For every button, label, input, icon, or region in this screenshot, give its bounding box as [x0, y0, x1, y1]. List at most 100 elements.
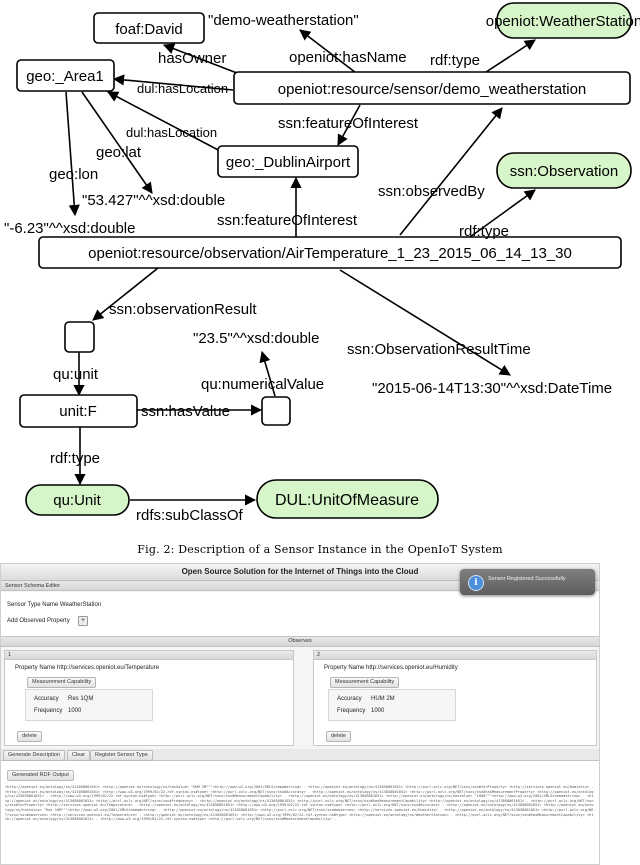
delete-button[interactable]: delete [17, 731, 42, 742]
accuracy-label: Accuracy [337, 696, 362, 702]
label-numerical-value: qu:numericalValue [201, 376, 324, 393]
frequency-label: Frequency [337, 708, 366, 714]
node-area: geo:_Area1 [16, 59, 115, 92]
property-label: Property Name [15, 665, 56, 671]
capability-box: Accuracy Res 1QM Frequency 1000 [25, 689, 153, 721]
frequency-label: Frequency [34, 708, 63, 714]
frequency-value: 1000 [68, 708, 82, 714]
edge-rdf-type-1 [479, 39, 536, 77]
label-rdf-type-1: rdf:type [430, 52, 480, 69]
measurement-capability-button[interactable]: Measurement Capability [27, 677, 97, 688]
label-qu-unit-edge: qu:unit [53, 366, 99, 383]
label-foi-1: ssn:featureOfInterest [278, 115, 419, 132]
card-index: 1 [5, 651, 293, 660]
clear-button[interactable]: Clear [67, 750, 91, 761]
schema-panel: Sensor Type Name WeatherStation Add Obse… [1, 592, 599, 642]
node-unit: unit:F [19, 394, 138, 428]
node-sensor-label: openiot:resource/sensor/demo_weatherstat… [278, 81, 587, 98]
label-geo-lon: geo:lon [49, 166, 98, 183]
label-has-owner: hasOwner [158, 50, 226, 67]
node-observation-label: openiot:resource/observation/AirTemperat… [88, 245, 572, 262]
add-observed-label: Add Observed Property [7, 618, 70, 624]
add-observed-button[interactable]: + [78, 616, 88, 626]
rdf-output-panel: Generated RDF Output <http://openiot.eu/… [1, 761, 599, 864]
property-label: Property Name [324, 665, 365, 671]
edge-geo-lon [65, 91, 80, 217]
node-qu-unit-label: qu:Unit [53, 492, 101, 509]
edge-has-name [299, 29, 361, 77]
graph-edges [65, 29, 536, 506]
label-rdf-type-2: rdf:type [459, 223, 509, 240]
node-result [64, 321, 95, 353]
register-sensor-type-button[interactable]: Register Sensor Type [90, 750, 153, 761]
node-sensor: openiot:resource/sensor/demo_weatherstat… [233, 71, 631, 105]
info-icon: i [468, 575, 484, 591]
node-time-value: "2015-06-14T13:30"^^xsd:DateTime [372, 380, 612, 397]
measurement-capability-button[interactable]: Measurement Capability [330, 677, 400, 688]
node-weatherstation-class: openiot:WeatherStation [486, 2, 640, 39]
observation-card-1: 1 Property Name http://services.openiot.… [4, 650, 294, 746]
edge-foi-1 [337, 104, 361, 146]
label-geo-lat: geo:lat [96, 144, 142, 161]
label-has-name: openiot:hasName [289, 49, 407, 66]
capability-box: Accuracy HUM 2M Frequency 1000 [328, 689, 456, 721]
edge-labels: hasOwner openiot:hasName rdf:type dul:ha… [49, 49, 531, 524]
label-result-time: ssn:ObservationResultTime [347, 341, 531, 358]
edge-has-location-2 [107, 91, 223, 153]
openiot-app-window: Open Source Solution for the Internet of… [0, 563, 600, 865]
sensor-type-label: Sensor Type Name WeatherStation [7, 602, 102, 608]
node-numeric-value: "23.5"^^xsd:double [193, 330, 319, 347]
generate-description-button[interactable]: Generate Description [3, 750, 65, 761]
label-has-location-1: dul:hasLocation [137, 81, 228, 96]
edge-numerical-value [259, 350, 276, 397]
observes-title: Observes [1, 636, 599, 647]
node-dul-unit-label: DUL:UnitOfMeasure [275, 492, 419, 509]
accuracy-label: Accuracy [34, 696, 59, 702]
generated-rdf-tab[interactable]: Generated RDF Output [7, 770, 74, 781]
delete-button[interactable]: delete [326, 731, 351, 742]
success-toast: i Sensor Registered Successfully [460, 569, 595, 595]
edge-has-location-1 [112, 74, 234, 91]
property-value: http://services.openiot.eu/Humidity [366, 665, 458, 671]
edge-result-time [339, 269, 511, 376]
frequency-value: 1000 [371, 708, 385, 714]
label-observed-by: ssn:observedBy [378, 183, 485, 200]
node-value [261, 396, 291, 426]
node-area-label: geo:_Area1 [26, 68, 104, 85]
edge-observation-result [92, 267, 159, 321]
node-observation: openiot:resource/observation/AirTemperat… [38, 236, 622, 269]
action-tabs: Generate Description Clear Register Sens… [1, 749, 599, 761]
node-david-label: foaf:David [115, 21, 183, 38]
node-weatherstation-class-label: openiot:WeatherStation [486, 13, 640, 30]
label-has-value: ssn:hasValue [141, 403, 230, 420]
label-has-location-2: dul:hasLocation [126, 125, 217, 140]
edge-geo-lat [81, 91, 153, 194]
label-observation-result: ssn:observationResult [109, 301, 257, 318]
toast-message: Sensor Registered Successfully [488, 576, 566, 582]
label-subclass-of: rdfs:subClassOf [136, 507, 244, 524]
node-observation-class-label: ssn:Observation [510, 163, 618, 180]
app-title: Open Source Solution for the Internet of… [1, 564, 599, 581]
node-david: foaf:David [93, 12, 205, 44]
accuracy-value: Res 1QM [68, 696, 94, 702]
node-dublin-label: geo:_DublinAirport [226, 154, 351, 171]
label-rdf-type-3: rdf:type [50, 450, 100, 467]
figure-caption: Fig. 2: Description of a Sensor Instance… [137, 543, 503, 556]
schema-panel-title: Sensor Schema Editor [1, 581, 599, 591]
node-unit-label: unit:F [59, 403, 97, 420]
node-dublin: geo:_DublinAirport [217, 145, 359, 178]
observation-card-2: 2 Property Name http://services.openiot.… [313, 650, 597, 746]
node-dul-unit: DUL:UnitOfMeasure [256, 479, 439, 519]
node-observation-class: ssn:Observation [496, 152, 632, 189]
card-index: 2 [314, 651, 596, 660]
node-weatherstation-name: "demo-weatherstation" [208, 12, 359, 29]
rdf-output-text: <http://openiot.eu/ontology/ns/413058061… [5, 785, 594, 822]
sensor-instance-graph: foaf:David "demo-weatherstation" openiot… [4, 2, 640, 524]
property-value: http://services.openiot.eu/Temperature [57, 665, 160, 671]
label-foi-2: ssn:featureOfInterest [217, 212, 358, 229]
node-lat-value: "53.427"^^xsd:double [82, 192, 225, 209]
node-qu-unit: qu:Unit [25, 484, 130, 516]
node-lon-value: "-6.23"^^xsd:double [4, 220, 135, 237]
edge-rdf-type-2 [469, 189, 536, 238]
edge-observed-by [399, 107, 503, 236]
